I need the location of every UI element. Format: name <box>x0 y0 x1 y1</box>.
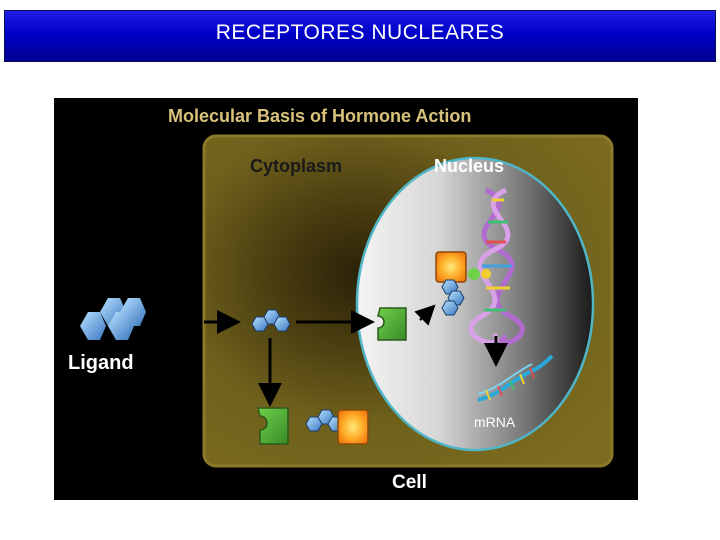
ligand-label: Ligand <box>68 352 134 374</box>
figure-heading: Molecular Basis of Hormone Action <box>168 106 472 126</box>
orange-receptor-complex <box>435 251 467 283</box>
mrna-label: mRNA <box>474 414 516 430</box>
hormone-action-diagram <box>80 134 614 468</box>
green-receptor-cytoplasm <box>257 407 289 445</box>
arrow-binding <box>414 304 436 326</box>
orange-receptor-cytoplasm <box>337 409 369 445</box>
cell-label: Cell <box>392 472 427 493</box>
nucleus-label: Nucleus <box>434 156 505 176</box>
bound-ligand-icon <box>441 279 465 316</box>
ligand-icon <box>80 298 146 340</box>
cytoplasm-label: Cytoplasm <box>250 156 343 176</box>
dna-helix-icon <box>468 187 525 346</box>
slide-title-bar: RECEPTORES NUCLEARES <box>4 10 716 62</box>
hormone-action-figure: Molecular Basis of Hormone Action Cytopl… <box>54 98 638 500</box>
small-ligand-icon <box>251 309 291 332</box>
mrna-strand-icon <box>477 354 554 402</box>
slide-title: RECEPTORES NUCLEARES <box>215 21 505 44</box>
green-receptor-nuclear <box>377 307 407 341</box>
nucleus <box>355 156 595 452</box>
